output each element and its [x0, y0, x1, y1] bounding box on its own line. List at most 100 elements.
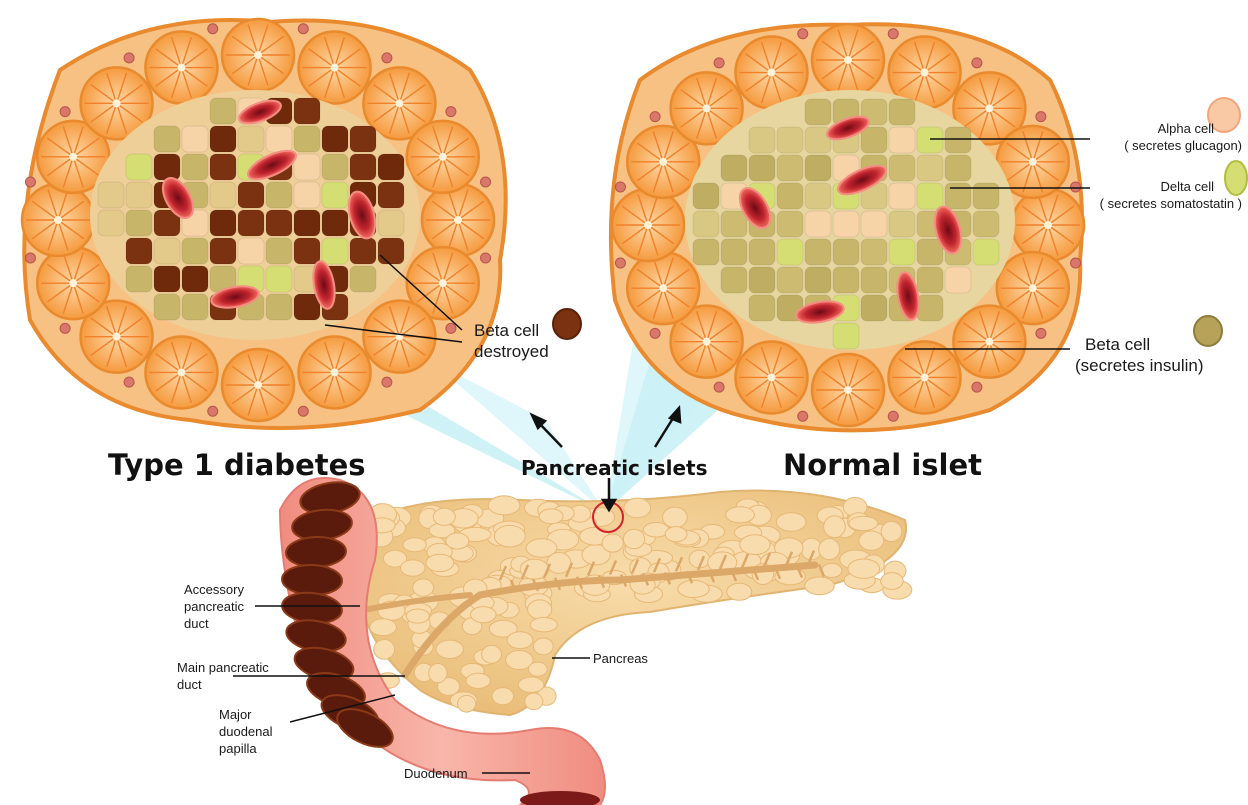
islet-cell [238, 126, 264, 152]
islet-cell [238, 210, 264, 236]
islet-cell [833, 211, 859, 237]
islet-cell [266, 182, 292, 208]
papilla-line2: duodenal [219, 723, 273, 740]
islet-cell [777, 239, 803, 265]
islet-cell [917, 267, 943, 293]
islet-cell [154, 126, 180, 152]
papilla-line1: Major [219, 706, 273, 723]
islet-cell [350, 126, 376, 152]
islet-cell [238, 238, 264, 264]
alpha-cell-name: Alpha cell [1060, 120, 1242, 137]
islet-cell [721, 267, 747, 293]
islet-cell [322, 210, 348, 236]
islet-cell [126, 210, 152, 236]
islet-cell [889, 155, 915, 181]
islet-cell [917, 183, 943, 209]
islet-cell [777, 127, 803, 153]
islet-cell [833, 267, 859, 293]
islet-cell [917, 155, 943, 181]
islet-cell [749, 127, 775, 153]
islet-cell [777, 183, 803, 209]
islet-cell [973, 211, 999, 237]
islet-cell [154, 154, 180, 180]
delta-cell-desc: ( secretes somatostatin ) [1040, 195, 1242, 212]
islet-cell [378, 182, 404, 208]
islet-cell [805, 239, 831, 265]
destroyed-line2: destroyed [474, 341, 549, 362]
islet-cell [126, 266, 152, 292]
islet-cell [98, 182, 124, 208]
delta-cell-name: Delta cell [1040, 178, 1242, 195]
islet-cell [889, 211, 915, 237]
islet-cell [98, 210, 124, 236]
islet-cell [294, 98, 320, 124]
islet-cell [945, 127, 971, 153]
label-beta-cell-destroyed: Beta cell destroyed [474, 320, 549, 362]
islet-cell [266, 238, 292, 264]
label-beta-cell: Beta cell (secretes insulin) [1075, 334, 1204, 376]
islet-cell [945, 183, 971, 209]
islet-cell [805, 267, 831, 293]
label-duodenal-papilla: Major duodenal papilla [219, 706, 273, 757]
islet-cell [210, 154, 236, 180]
islet-cell [945, 155, 971, 181]
islet-cell [805, 99, 831, 125]
islet-cell [749, 295, 775, 321]
islet-cell [350, 238, 376, 264]
main-duct-line2: duct [177, 676, 269, 693]
islet-cell [266, 210, 292, 236]
islet-cell [777, 267, 803, 293]
islet-cell [182, 126, 208, 152]
islet-cell [861, 295, 887, 321]
label-duodenum: Duodenum [404, 765, 468, 782]
islet-cell [721, 155, 747, 181]
islet-cell [322, 154, 348, 180]
alpha-cell-desc: ( secretes glucagon) [1060, 137, 1242, 154]
islet-cell [861, 127, 887, 153]
title-type1-diabetes: Type 1 diabetes [108, 448, 366, 482]
destroyed-beta-cell-swatch-icon [553, 309, 581, 339]
islet-cell [294, 238, 320, 264]
islet-cell [833, 239, 859, 265]
islet-cell [210, 98, 236, 124]
islet-cell [210, 182, 236, 208]
islet-cell [693, 239, 719, 265]
islet-cell [889, 127, 915, 153]
islet-cell [294, 294, 320, 320]
accessory-line2: pancreatic [184, 598, 244, 615]
islet-cell [889, 239, 915, 265]
islet-cell [777, 155, 803, 181]
islet-cell [182, 238, 208, 264]
islet-cell [749, 155, 775, 181]
destroyed-line1: Beta cell [474, 320, 549, 341]
islet-cell [322, 126, 348, 152]
type1-islet-illustration [22, 19, 506, 428]
islet-cell [126, 238, 152, 264]
islet-cell [861, 239, 887, 265]
islet-cell [917, 127, 943, 153]
accessory-line1: Accessory [184, 581, 244, 598]
islet-cell [805, 183, 831, 209]
islet-cell [833, 323, 859, 349]
islet-cell [210, 238, 236, 264]
normal-islet-illustration [611, 24, 1084, 430]
title-pancreatic-islets: Pancreatic islets [521, 456, 708, 480]
beta-cell-name: Beta cell [1075, 334, 1204, 355]
islet-cell [749, 239, 775, 265]
label-delta-cell: Delta cell ( secretes somatostatin ) [1040, 178, 1242, 212]
islet-cell [154, 294, 180, 320]
pancreas-organ [355, 491, 912, 715]
label-alpha-cell: Alpha cell ( secretes glucagon) [1060, 120, 1242, 154]
islet-cell [721, 239, 747, 265]
islet-cell [294, 210, 320, 236]
islet-cell [945, 267, 971, 293]
islet-cell [210, 126, 236, 152]
islet-cell [889, 183, 915, 209]
accessory-line3: duct [184, 615, 244, 632]
islet-cell [238, 182, 264, 208]
islet-cell [126, 182, 152, 208]
islet-cell [126, 154, 152, 180]
islet-cell [350, 154, 376, 180]
main-duct-line1: Main pancreatic [177, 659, 269, 676]
islet-cell [378, 210, 404, 236]
